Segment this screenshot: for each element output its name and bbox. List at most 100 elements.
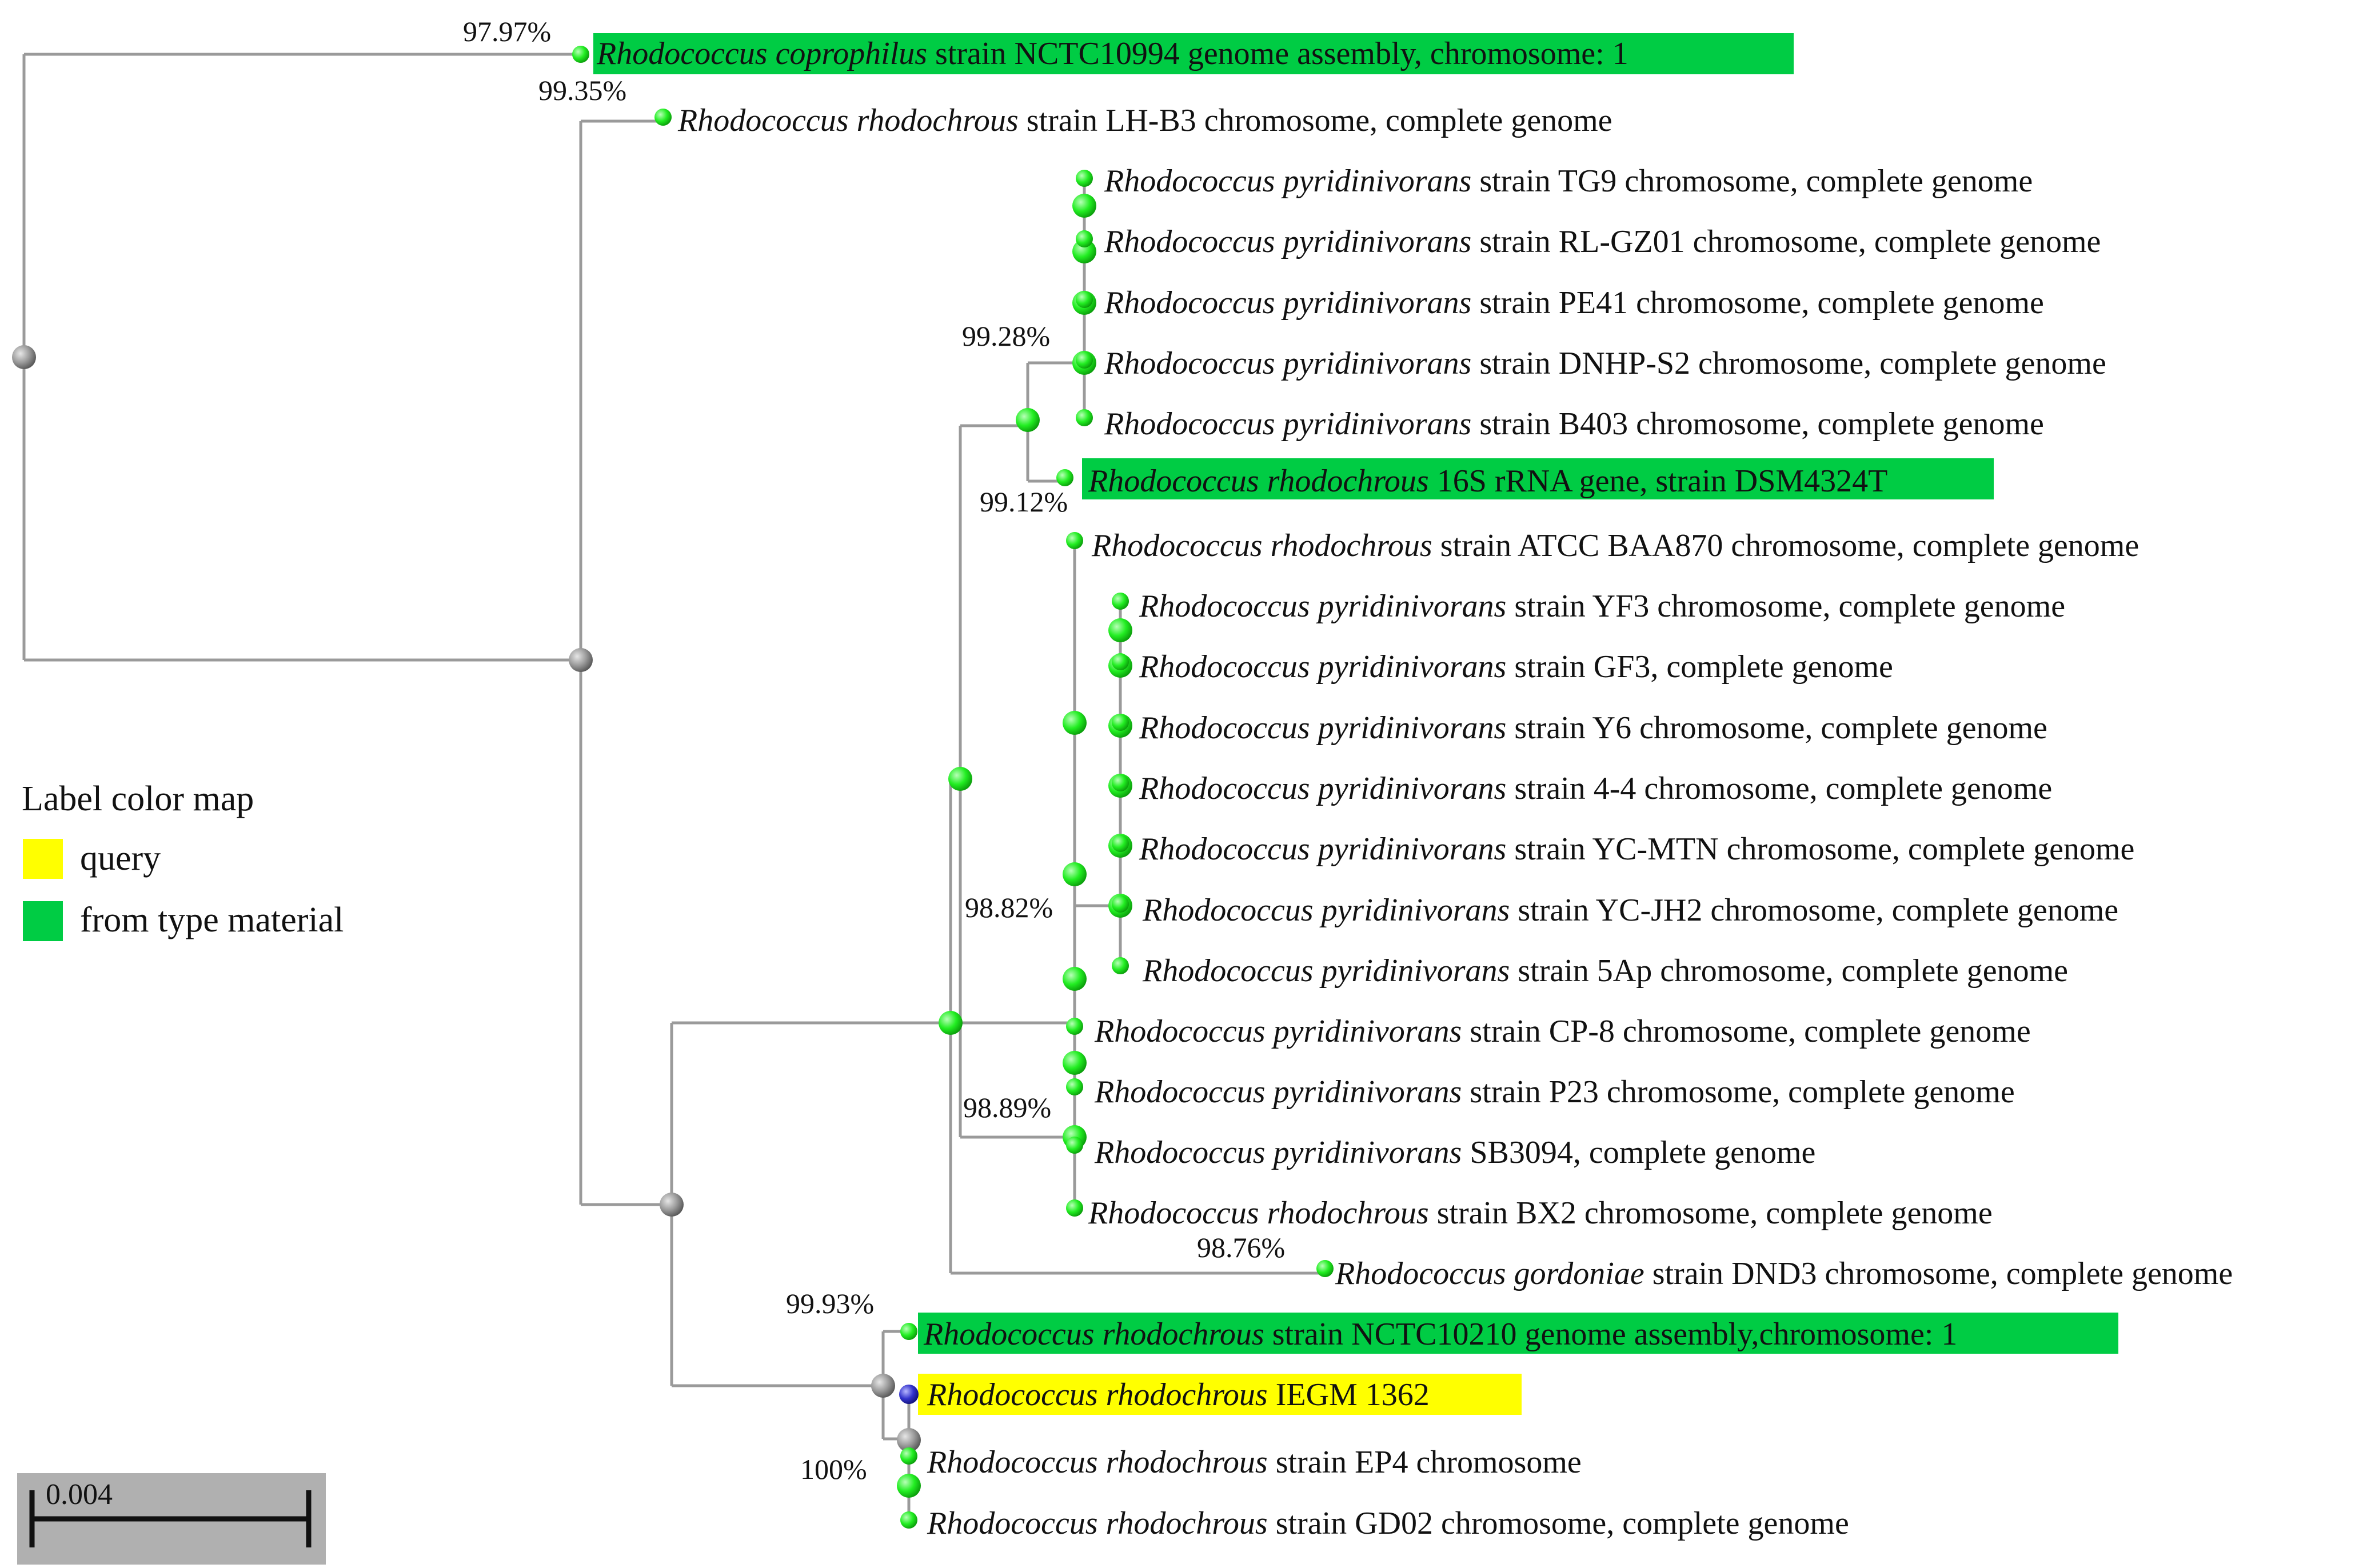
- leaf-description: strain DND3 chromosome, complete genome: [1644, 1256, 2233, 1291]
- highlight-type-nctc10210: [918, 1313, 2118, 1354]
- leaf-description: strain NCTC10994 genome assembly, chromo…: [927, 36, 1628, 71]
- leaf-node: [1112, 895, 1129, 913]
- legend-swatch-query: [23, 839, 63, 879]
- leaf-node: [1076, 230, 1093, 247]
- leaf-node: [1056, 469, 1073, 486]
- leaf-description: IEGM 1362: [1268, 1377, 1430, 1413]
- legend-swatch-type-material: [23, 901, 63, 941]
- leaf-label: Rhodococcus rhodochrous strain GD02 chro…: [927, 1506, 1849, 1541]
- highlight-type-dsm4324t: [1082, 458, 1994, 499]
- leaf-node: [1066, 1018, 1083, 1035]
- leaf-species: Rhodococcus pyridinivorans: [1104, 285, 1471, 321]
- leaf-node: [1076, 170, 1093, 187]
- internal-node: [897, 1428, 921, 1452]
- leaf-description: strain PE41 chromosome, complete genome: [1471, 285, 2044, 321]
- leaf-description: strain RL-GZ01 chromosome, complete geno…: [1471, 224, 2101, 259]
- leaf-species: Rhodococcus pyridinivorans: [1094, 1135, 1462, 1170]
- root-node: [12, 345, 36, 369]
- leaf-label: Rhodococcus rhodochrous strain BX2 chrom…: [1088, 1195, 1993, 1231]
- leaf-species: Rhodococcus rhodochrous: [923, 1317, 1264, 1352]
- leaf-description: strain YC-MTN chromosome, complete genom…: [1506, 831, 2134, 867]
- leaf-node: [900, 1447, 917, 1465]
- leaf-species: Rhodococcus pyridinivorans: [1104, 406, 1471, 442]
- leaf-node: [1112, 957, 1129, 974]
- leaf-label: Rhodococcus pyridinivorans strain GF3, c…: [1139, 649, 1893, 685]
- cluster-node: [1063, 967, 1087, 991]
- leaf-nodes: [572, 46, 1334, 1529]
- support-label: 99.12%: [980, 486, 1068, 518]
- cluster-node: [1016, 408, 1040, 432]
- leaf-node: [654, 109, 672, 126]
- cluster-node: [1063, 862, 1087, 886]
- leaf-label: Rhodococcus pyridinivorans strain YC-JH2…: [1142, 893, 2118, 928]
- leaf-node: [1112, 593, 1129, 610]
- cluster-node: [897, 1474, 921, 1498]
- support-label: 98.76%: [1197, 1231, 1285, 1263]
- internal-nodes: [12, 345, 921, 1452]
- internal-node: [871, 1374, 895, 1398]
- leaf-species: Rhodococcus gordoniae: [1335, 1256, 1644, 1291]
- leaf-species: Rhodococcus pyridinivorans: [1139, 771, 1506, 806]
- leaf-label: Rhodococcus rhodochrous IEGM 1362: [927, 1377, 1430, 1413]
- leaf-label: Rhodococcus pyridinivorans strain DNHP-S…: [1104, 346, 2106, 381]
- leaf-label: Rhodococcus gordoniae strain DND3 chromo…: [1335, 1256, 2233, 1291]
- leaf-label: Rhodococcus rhodochrous strain LH-B3 chr…: [677, 103, 1612, 138]
- highlight-query-iegm1362: [918, 1374, 1522, 1415]
- leaf-label: Rhodococcus pyridinivorans strain YC-MTN…: [1139, 831, 2134, 867]
- leaf-species: Rhodococcus pyridinivorans: [1104, 163, 1471, 199]
- legend: Label color map query from type material: [22, 779, 344, 941]
- leaf-description: strain Y6 chromosome, complete genome: [1506, 710, 2047, 746]
- cluster-node: [1063, 1051, 1087, 1075]
- leaf-node: [1076, 351, 1093, 369]
- support-label: 99.93%: [786, 1287, 874, 1319]
- leaf-description: strain B403 chromosome, complete genome: [1471, 406, 2044, 442]
- leaf-species: Rhodococcus pyridinivorans: [1104, 346, 1471, 381]
- cluster-node: [948, 767, 972, 791]
- leaf-description: SB3094, complete genome: [1462, 1135, 1815, 1170]
- leaf-species: Rhodococcus pyridinivorans: [1142, 953, 1510, 989]
- leaf-species: Rhodococcus rhodochrous: [927, 1377, 1268, 1413]
- leaf-description: strain 5Ap chromosome, complete genome: [1510, 953, 2068, 989]
- leaf-label: Rhodococcus pyridinivorans strain PE41 c…: [1104, 285, 2044, 321]
- leaf-node: [899, 1385, 919, 1404]
- leaf-description: strain EP4 chromosome: [1268, 1445, 1582, 1480]
- leaf-label: Rhodococcus coprophilus strain NCTC10994…: [596, 36, 1628, 71]
- label-highlights: [593, 33, 2118, 1415]
- leaf-node: [1112, 653, 1129, 670]
- cluster-node: [939, 1011, 963, 1035]
- leaf-species: Rhodococcus pyridinivorans: [1139, 710, 1506, 746]
- cluster-node: [1072, 194, 1096, 218]
- support-label: 99.28%: [962, 320, 1050, 352]
- leaf-description: strain TG9 chromosome, complete genome: [1471, 163, 2033, 199]
- leaf-label: Rhodococcus pyridinivorans strain 4-4 ch…: [1139, 771, 2052, 806]
- leaf-species: Rhodococcus rhodochrous: [1091, 528, 1432, 563]
- leaf-label: Rhodococcus rhodochrous strain ATCC BAA8…: [1091, 528, 2139, 563]
- leaf-node: [572, 46, 589, 63]
- leaf-node: [1066, 1078, 1083, 1095]
- leaf-species: Rhodococcus pyridinivorans: [1142, 893, 1510, 928]
- leaf-label: Rhodococcus rhodochrous strain EP4 chrom…: [927, 1445, 1582, 1480]
- leaf-node: [900, 1511, 917, 1529]
- leaf-node: [1112, 835, 1129, 852]
- leaf-label: Rhodococcus rhodochrous 16S rRNA gene, s…: [1088, 463, 1887, 499]
- scale-bar-line: [29, 1490, 312, 1547]
- internal-node: [660, 1193, 684, 1217]
- leaf-label: Rhodococcus pyridinivorans strain Y6 chr…: [1139, 710, 2047, 746]
- leaf-description: strain LH-B3 chromosome, complete genome: [1019, 103, 1612, 138]
- cluster-nodes: [897, 194, 1132, 1498]
- leaf-node: [1066, 1199, 1083, 1217]
- leaf-description: strain BX2 chromosome, complete genome: [1429, 1195, 1993, 1231]
- legend-label-type-material: from type material: [80, 901, 344, 939]
- leaf-description: strain NCTC10210 genome assembly,chromos…: [1264, 1317, 1958, 1352]
- leaf-label: Rhodococcus pyridinivorans strain RL-GZ0…: [1104, 224, 2101, 259]
- leaf-species: Rhodococcus rhodochrous: [927, 1445, 1268, 1480]
- leaf-description: strain YF3 chromosome, complete genome: [1506, 589, 2065, 624]
- cluster-node: [1063, 711, 1087, 735]
- leaf-description: strain DNHP-S2 chromosome, complete geno…: [1471, 346, 2106, 381]
- leaf-node: [1316, 1260, 1334, 1277]
- leaf-species: Rhodococcus pyridinivorans: [1139, 649, 1506, 685]
- cluster-node: [1072, 239, 1096, 263]
- support-values: 97.97% 99.35% 99.28% 99.12% 98.82% 98.89…: [463, 15, 1285, 1485]
- leaf-species: Rhodococcus rhodochrous: [1088, 463, 1429, 499]
